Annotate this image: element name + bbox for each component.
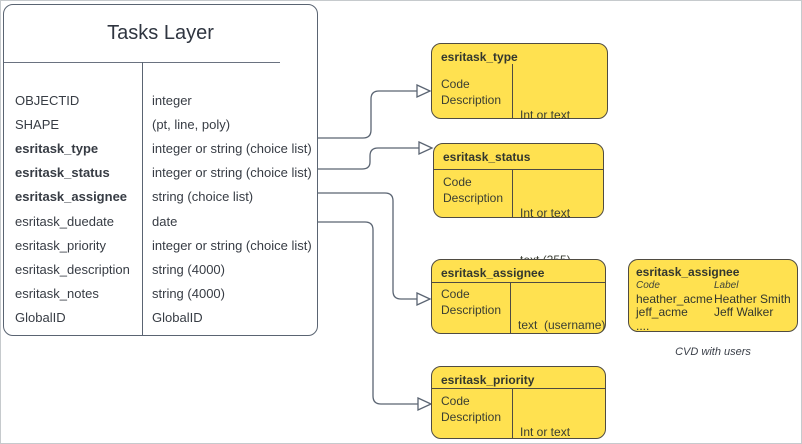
field-name: SHAPE bbox=[15, 116, 60, 132]
field-name: esritask_type bbox=[15, 140, 99, 156]
choice-box-title-separator bbox=[432, 388, 605, 389]
field-type: GlobalID bbox=[152, 310, 203, 326]
description-label: Description bbox=[441, 302, 502, 317]
cvd-example-box: esritask_assignee Code Label heather_acm… bbox=[628, 259, 798, 332]
arrowhead-esritask-type bbox=[416, 83, 432, 99]
choice-box-esritask-assignee: esritask_assignee Code Description text … bbox=[431, 259, 606, 379]
arrowhead-esritask-assignee bbox=[416, 291, 432, 307]
description-label: Description bbox=[443, 190, 504, 205]
field-type: string (4000) bbox=[152, 261, 225, 277]
field-name: esritask_notes bbox=[15, 286, 99, 302]
cvd-code-header: Code bbox=[636, 280, 660, 291]
field-row: esritask_type integer or string (choice l… bbox=[4, 136, 317, 160]
choice-box-divider bbox=[512, 169, 513, 217]
field-row: esritask_duedate date bbox=[4, 209, 317, 233]
choice-box-title-separator bbox=[432, 282, 605, 283]
field-name: esritask_priority bbox=[15, 237, 107, 253]
choice-box-title: esritask_type bbox=[441, 50, 518, 64]
field-name: esritask_status bbox=[15, 165, 110, 181]
choice-box-title: esritask_status bbox=[443, 150, 531, 164]
field-type: integer or string (choice list) bbox=[152, 140, 312, 156]
choice-box-esritask-priority: esritask_priority Code Description Int o… bbox=[431, 366, 606, 439]
description-label: Description bbox=[441, 409, 502, 424]
choice-box-divider bbox=[512, 64, 513, 118]
code-label: Code bbox=[441, 287, 470, 301]
type-line: text (username) bbox=[518, 318, 606, 332]
field-name: esritask_assignee bbox=[15, 189, 128, 205]
field-row: OBJECTID integer bbox=[4, 88, 317, 112]
cvd-label: Jeff Walker bbox=[714, 305, 774, 319]
type-line: Int or text bbox=[520, 206, 571, 220]
field-row: esritask_assignee string (choice list) bbox=[4, 185, 317, 209]
field-row: esritask_priority integer or string (choi… bbox=[4, 233, 317, 257]
field-type: string (4000) bbox=[152, 286, 225, 302]
choice-box-title: esritask_priority bbox=[441, 373, 535, 387]
field-type: integer bbox=[152, 92, 192, 108]
field-row: esritask_description string (4000) bbox=[4, 257, 317, 281]
cvd-label-header: Label bbox=[714, 280, 739, 291]
choice-box-esritask-status: esritask_status Code Description Int or … bbox=[433, 143, 604, 267]
field-row: GlobalID GlobalID bbox=[4, 306, 317, 330]
cvd-code: jeff_acme bbox=[636, 305, 688, 319]
arrowhead-esritask-priority bbox=[417, 396, 433, 412]
field-type: integer or string (choice list) bbox=[152, 165, 312, 181]
field-name: OBJECTID bbox=[15, 92, 80, 108]
code-label: Code bbox=[443, 175, 472, 189]
type-line: Int or text bbox=[520, 108, 571, 122]
arrowhead-esritask-status bbox=[418, 140, 434, 156]
description-label: Description bbox=[441, 92, 502, 107]
tasks-layer-table: Tasks Layer OBJECTID integer SHAPE (pt, li… bbox=[3, 4, 318, 336]
connector-esritask-priority bbox=[316, 221, 418, 405]
field-name: GlobalID bbox=[15, 310, 66, 326]
field-name: esritask_duedate bbox=[15, 213, 115, 229]
field-rows: OBJECTID integer SHAPE (pt, line, poly) es… bbox=[4, 63, 317, 335]
column-divider bbox=[142, 62, 143, 335]
field-row: esritask_status integer or string (choice… bbox=[4, 161, 317, 185]
type-line: Int or text bbox=[520, 425, 571, 439]
cvd-code: heather_acme bbox=[636, 291, 713, 306]
field-type: integer or string (choice list) bbox=[152, 237, 312, 253]
field-name: esritask_description bbox=[15, 261, 130, 277]
tasks-layer-title: Tasks Layer bbox=[107, 22, 214, 44]
connector-esritask-assignee bbox=[316, 192, 417, 300]
connector-esritask-status bbox=[316, 147, 419, 170]
field-row: SHAPE (pt, line, poly) bbox=[4, 112, 317, 136]
field-type: string (choice list) bbox=[152, 189, 254, 205]
cvd-box-title: esritask_assignee bbox=[636, 265, 740, 279]
field-type: (pt, line, poly) bbox=[152, 116, 231, 132]
cvd-code: .... bbox=[636, 318, 650, 333]
cvd-label: Heather Smith bbox=[714, 291, 791, 306]
choice-box-divider bbox=[510, 282, 511, 333]
cvd-label bbox=[714, 320, 797, 334]
field-type: date bbox=[152, 213, 178, 229]
field-row: esritask_notes string (4000) bbox=[4, 282, 317, 306]
code-label: Code bbox=[441, 394, 470, 408]
choice-box-title: esritask_assignee bbox=[441, 266, 545, 280]
choice-box-divider bbox=[512, 388, 513, 438]
choice-box-esritask-type: esritask_type Code Description Int or te… bbox=[431, 43, 608, 169]
connector-esritask-type bbox=[316, 90, 417, 139]
choice-box-title-separator bbox=[434, 169, 603, 170]
cvd-caption: CVD with users bbox=[675, 346, 751, 358]
code-label: Code bbox=[441, 77, 470, 91]
